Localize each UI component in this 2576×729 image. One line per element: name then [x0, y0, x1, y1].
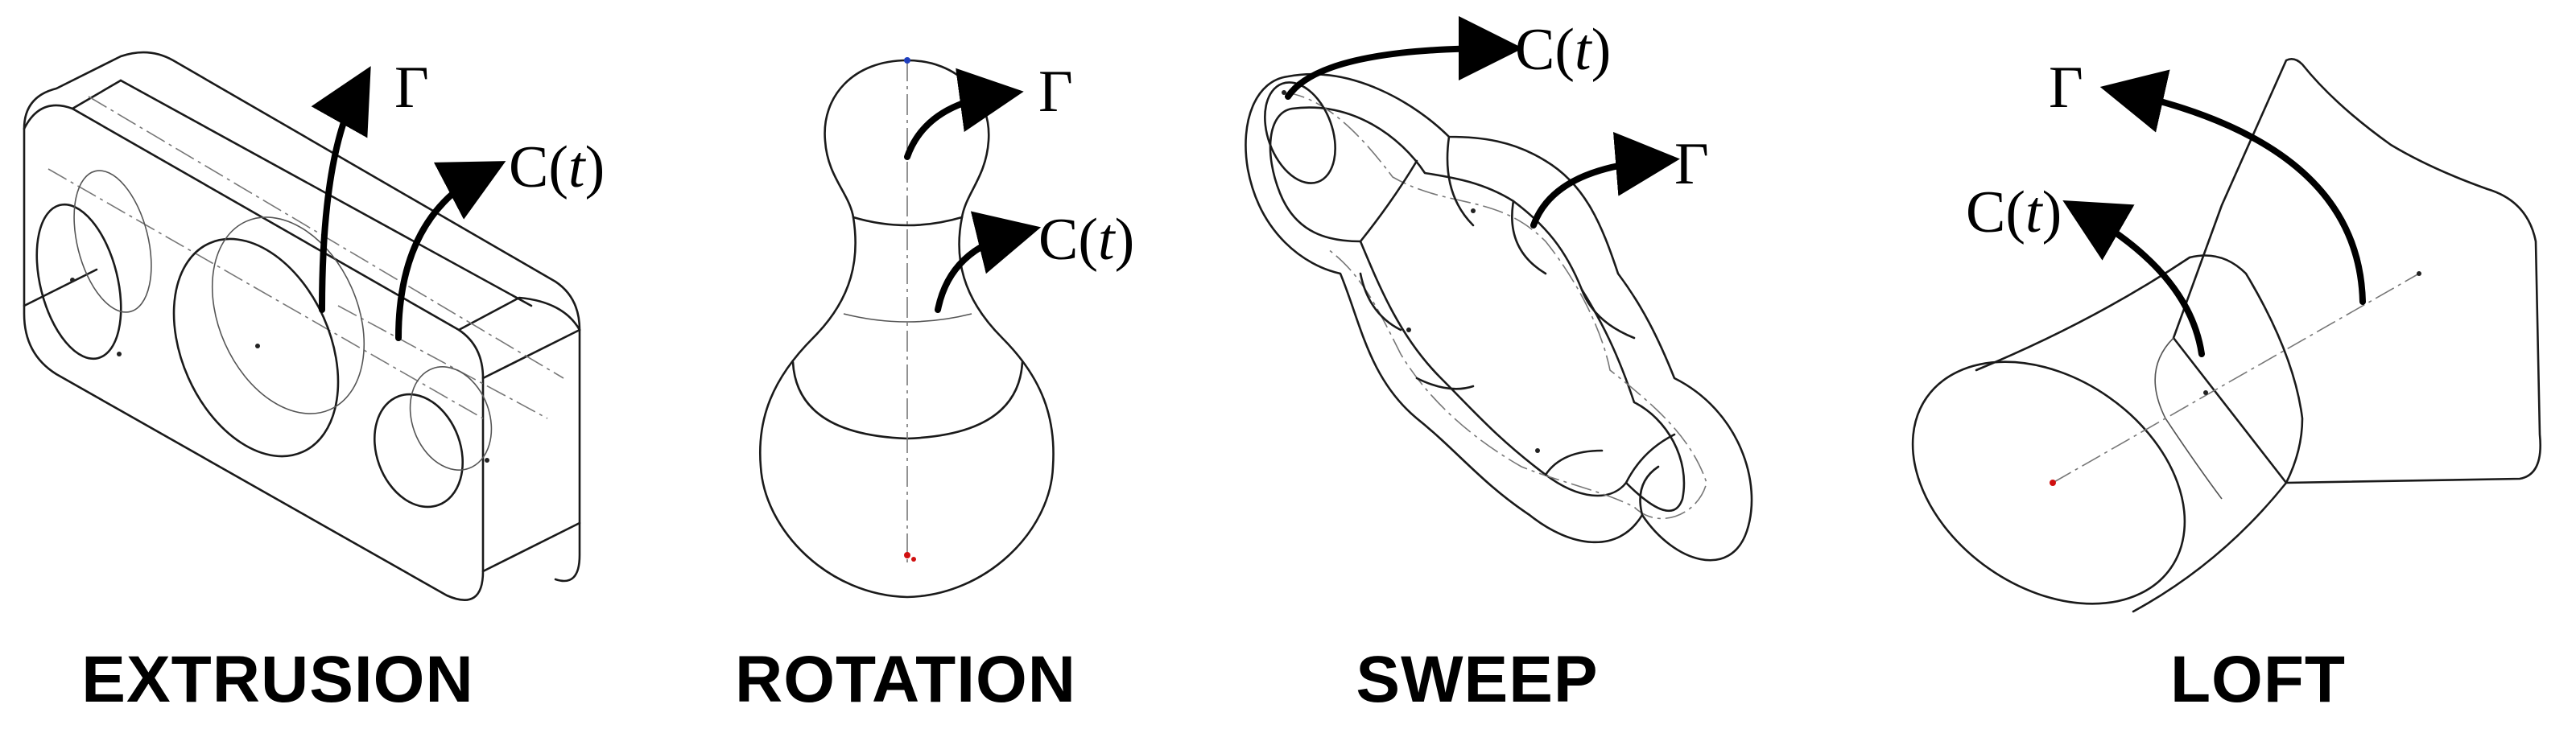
gamma-label: Γ — [2049, 55, 2083, 121]
curve-arrow — [2062, 200, 2205, 357]
rotation-caption: ROTATION — [735, 643, 1076, 716]
gamma-arrow — [311, 66, 371, 313]
curve-arrow — [935, 211, 1042, 313]
sweep-panel: C(t) Γ SWEEP — [1245, 16, 1753, 716]
rotation-solid — [759, 57, 1055, 599]
curve-label: C(t) — [1038, 207, 1134, 273]
gamma-label: Γ — [1038, 59, 1073, 125]
sweep-caption: SWEEP — [1356, 643, 1598, 716]
extrusion-caption: EXTRUSION — [81, 643, 473, 716]
curve-arrow — [1285, 16, 1523, 100]
gamma-arrow — [904, 68, 1024, 160]
curve-label: C(t) — [1515, 17, 1611, 83]
gamma-label: Γ — [1674, 131, 1709, 197]
loft-caption: LOFT — [2170, 643, 2346, 716]
rotation-panel: Γ C(t) ROTATION — [735, 57, 1134, 716]
extrusion-panel: Γ C(t) EXTRUSION — [23, 51, 605, 716]
sweep-solid — [1245, 72, 1753, 562]
loft-solid — [1911, 58, 2541, 613]
gamma-label: Γ — [394, 55, 429, 121]
curve-label: C(t) — [509, 134, 605, 200]
curve-label: C(t) — [1966, 179, 2062, 245]
gamma-arrow — [2099, 69, 2366, 305]
extrusion-solid — [23, 51, 581, 601]
curve-arrow — [395, 161, 506, 341]
gamma-arrow — [1530, 131, 1680, 229]
loft-panel: C(t) Γ LOFT — [1911, 55, 2541, 716]
